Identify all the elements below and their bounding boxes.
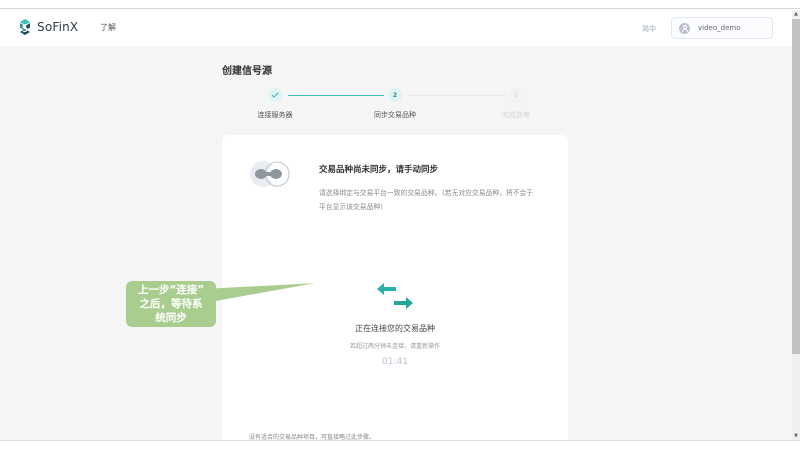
main-content: 创建信号源 2 3 连接服务器 同步交易品种 完成送审 交易品种尚未同步，请手动…: [0, 46, 792, 445]
sync-card: 交易品种尚未同步，请手动同步 请选择绑定与交易平台一致的交易品种。（若无对应交易…: [222, 135, 568, 445]
step-connector-1: [288, 94, 384, 96]
stepper: 2 3 连接服务器 同步交易品种 完成送审: [222, 86, 562, 126]
window-bottom-border: [0, 440, 800, 450]
step-1-label: 连接服务器: [257, 111, 293, 119]
step-connector-2: [408, 94, 506, 96]
scroll-down-arrow-icon[interactable]: ▼: [794, 433, 798, 439]
annotation-callout: 上一步“连接” 之后，等待系 统同步: [126, 281, 216, 327]
countdown-timer: 01:41: [382, 357, 408, 367]
vertical-scrollbar[interactable]: ▲ ▼: [792, 10, 800, 440]
check-icon: [271, 92, 279, 98]
brand-name: SoFinX: [37, 20, 79, 34]
step-3-circle: 3: [509, 88, 523, 102]
page-title: 创建信号源: [222, 66, 272, 77]
exchange-arrows-icon: [377, 283, 413, 309]
username: video_demo: [698, 24, 741, 32]
annotation-line-3: 统同步: [155, 312, 187, 324]
window-top-border: [0, 0, 800, 9]
card-description: 请选择绑定与交易平台一致的交易品种。（若无对应交易品种，将不会于平台显示该交易品…: [319, 189, 534, 211]
step-2-circle: 2: [388, 88, 402, 102]
scrollbar-thumb[interactable]: [792, 19, 800, 354]
scroll-up-arrow-icon[interactable]: ▲: [794, 11, 798, 17]
step-1-circle: [268, 88, 282, 102]
step-3-label: 完成送审: [502, 111, 530, 119]
step-2-label: 同步交易品种: [374, 111, 416, 119]
annotation-line-1: 上一步“连接”: [137, 284, 205, 296]
sofinx-logo-icon: [18, 19, 32, 35]
language-switch[interactable]: 简中: [642, 25, 656, 33]
card-title: 交易品种尚未同步，请手动同步: [319, 165, 439, 175]
annotation-line-2: 之后，等待系: [139, 298, 203, 310]
brand-logo[interactable]: SoFinX: [18, 19, 78, 35]
top-header: SoFinX 了解 简中 video_demo: [0, 10, 792, 46]
sync-link-icon: [250, 161, 290, 187]
timeout-hint: 若超过两分钟未连接，请重新操作: [349, 343, 440, 350]
user-menu[interactable]: video_demo: [671, 17, 773, 39]
connecting-text: 正在连接您的交易品种: [355, 324, 435, 333]
skip-step-note: 没有适合的交易品种项目，可直接略过此步骤。: [249, 434, 376, 441]
avatar-icon: [679, 22, 690, 34]
nav-item-learn[interactable]: 了解: [100, 23, 116, 32]
